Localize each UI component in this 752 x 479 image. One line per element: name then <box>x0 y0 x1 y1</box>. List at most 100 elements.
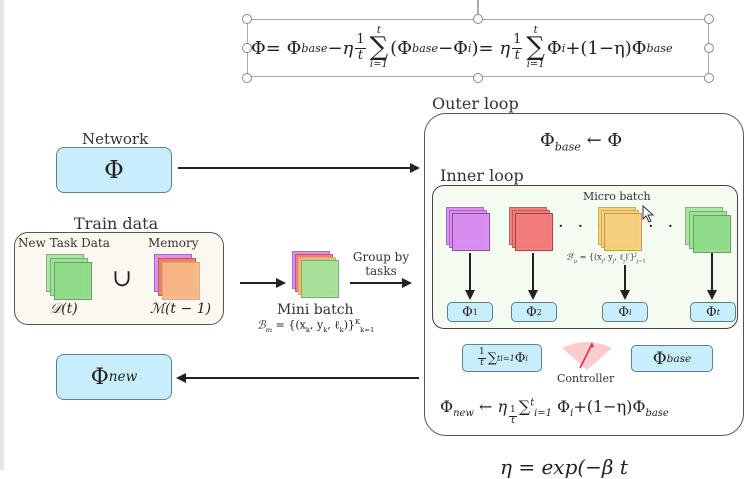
frac-den: t <box>511 415 515 426</box>
union-symbol: ∪ <box>112 264 133 292</box>
formula-part: )} <box>343 318 356 332</box>
phi-sub: base <box>666 352 692 365</box>
eq-part: −η <box>327 37 354 59</box>
frac-num: 1 <box>509 405 517 417</box>
resize-handle-bottom[interactable] <box>473 73 483 83</box>
data-square <box>162 262 200 300</box>
group-label-line: Group by <box>352 250 410 264</box>
resize-handle-bottom-right[interactable] <box>704 73 714 83</box>
formula-part: ℬ <box>566 252 573 262</box>
new-task-math: 𝒟(t) <box>50 301 78 317</box>
outer-loop-label: Outer loop <box>432 94 519 113</box>
sum-upper: t <box>376 25 381 37</box>
eq-part: = Φ <box>265 37 302 59</box>
resize-handle-top-right[interactable] <box>704 14 714 24</box>
eq-part: ) <box>471 37 479 59</box>
formula-sub: j <box>623 258 625 265</box>
formula-part: +(1−η)Φ <box>573 397 646 416</box>
formula-sup: i <box>572 252 574 258</box>
train-to-minibatch-arrow <box>240 282 276 284</box>
eq-part: = η <box>478 37 511 59</box>
arrowhead-icon <box>620 290 630 300</box>
controller-gauge-icon <box>562 342 612 370</box>
ellipsis-1: · · · <box>558 216 607 237</box>
memory-label: Memory <box>148 236 199 250</box>
mini-batch-formula: ℬm = {(xk, yk, ℓk)}Kk=1 <box>257 318 374 334</box>
frac-den: t <box>357 47 364 63</box>
phi-sub: i <box>629 307 632 317</box>
rotation-handle-line <box>477 0 479 19</box>
formula-sub: k=1 <box>360 325 375 334</box>
arrowhead-icon <box>402 278 412 288</box>
network-to-outer-arrow <box>178 167 410 169</box>
minibatch-to-outer-arrow <box>350 282 402 284</box>
formula-sub: k <box>323 325 328 334</box>
mini-batch-label: Mini batch <box>277 302 354 318</box>
phi-sub: t <box>716 307 720 317</box>
network-box: Φ <box>56 147 172 193</box>
phi-symbol: Φ <box>514 350 526 366</box>
eq-part: (Φ <box>390 37 412 59</box>
data-square <box>452 213 490 251</box>
arrowhead-icon <box>707 290 717 300</box>
inner-loop-label: Inner loop <box>440 166 524 185</box>
new-task-data-label: New Task Data <box>18 236 110 250</box>
resize-handle-top[interactable] <box>473 14 483 24</box>
outer-to-output-arrow <box>186 377 419 379</box>
sum-symbol: ∑ <box>526 32 545 63</box>
arrowhead-icon <box>176 373 186 383</box>
sum-lower: i=1 <box>534 408 552 420</box>
network-label: Network <box>82 130 149 148</box>
arrow-to-phi-2 <box>532 253 534 291</box>
micro-batch-label: Micro batch <box>583 190 651 203</box>
sum-symbol: ∑ <box>518 397 531 416</box>
sum-lower: i=1 <box>526 58 545 70</box>
resize-handle-top-left[interactable] <box>242 14 252 24</box>
arrowhead-icon <box>410 163 420 173</box>
arrow-to-phi-1 <box>469 253 471 291</box>
formula-sub: new <box>453 408 474 420</box>
eq-sub: i <box>561 41 566 55</box>
ellipsis-2: · · · <box>648 216 697 237</box>
phi-sub: new <box>108 369 138 385</box>
network-symbol: Φ <box>104 156 124 184</box>
sum-lower: i=1 <box>369 58 388 70</box>
frac-num: 1 <box>478 346 486 359</box>
sum-upper: t <box>530 397 535 409</box>
resize-handle-left[interactable] <box>242 43 252 53</box>
resize-handle-right[interactable] <box>704 43 714 53</box>
formula-part: ← η <box>473 397 508 416</box>
eta-equation-fragment: η = exp(−β t <box>500 455 628 479</box>
formula-sub: m <box>265 325 273 334</box>
formula-part: ← Φ <box>580 130 623 151</box>
eq-part: +(1−η)Φ <box>565 37 647 59</box>
formula-sub: base <box>554 140 581 154</box>
phi-symbol: Φ <box>526 304 537 320</box>
formula-part: = {(x <box>272 318 306 332</box>
formula-part: Φ <box>440 397 454 416</box>
controller-label: Controller <box>557 372 615 385</box>
formula-sub: μ <box>573 258 578 265</box>
train-data-label: Train data <box>74 214 159 233</box>
eq-sub: i <box>467 41 472 55</box>
formula-part: ℬ <box>257 318 266 332</box>
formula-sub: i <box>570 408 574 420</box>
eq-part: Φ <box>546 37 562 59</box>
group-by-label: Group by tasks <box>352 250 410 278</box>
resize-handle-bottom-left[interactable] <box>242 73 252 83</box>
formula-part: )′} <box>624 252 635 262</box>
group-label-line: tasks <box>365 264 397 278</box>
formula-sub: k <box>339 325 344 334</box>
slide-left-border <box>0 0 4 470</box>
arrow-to-phi-t <box>711 253 713 291</box>
phi-sub: i <box>525 353 528 363</box>
